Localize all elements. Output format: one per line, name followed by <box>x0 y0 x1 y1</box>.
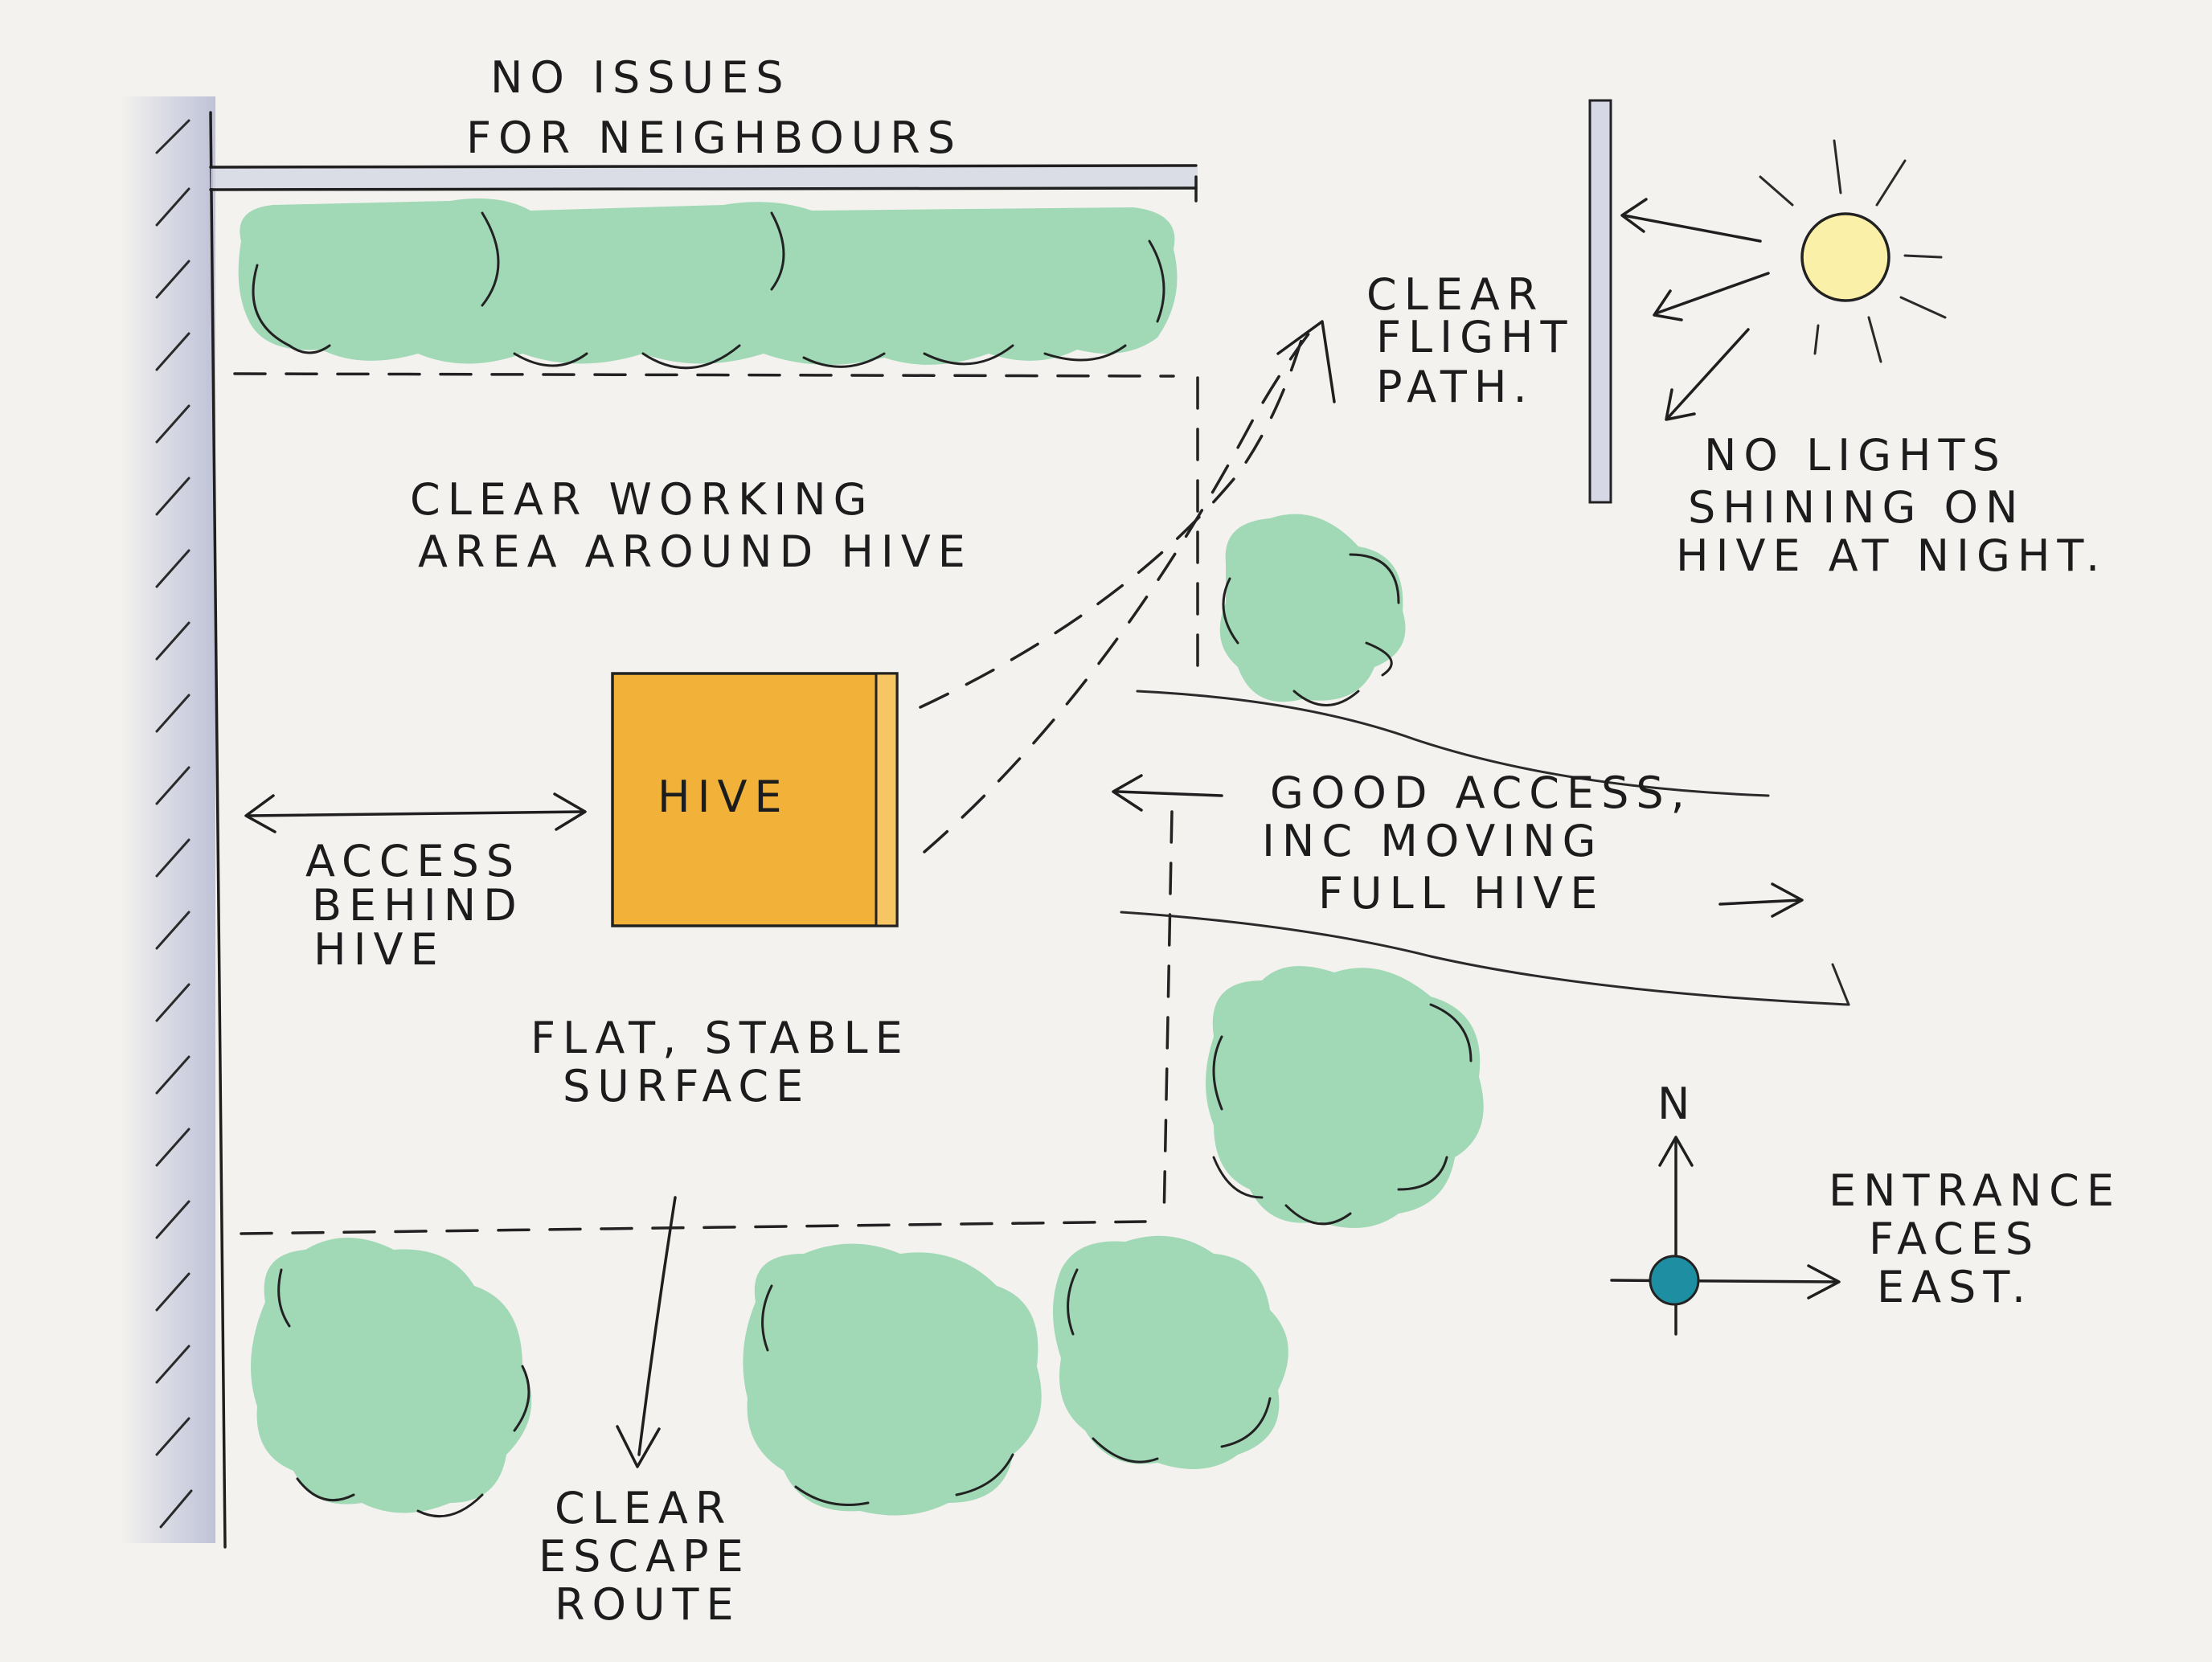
access-behind-label-line3: HIVE <box>313 924 445 975</box>
neighbours-label-line2: FOR NEIGHBOURS <box>466 113 962 163</box>
access-behind-label-line1: ACCESS <box>305 836 521 886</box>
shrub-bottom-middle <box>743 1243 1042 1516</box>
entrance-label-line2: FACES <box>1869 1214 2040 1264</box>
no-lights-label-line2: SHINING ON <box>1688 482 2025 533</box>
no-lights-label-line1: NO LIGHTS <box>1704 430 2007 481</box>
access-path <box>1112 690 1850 1006</box>
escape-route-arrow <box>616 1196 677 1468</box>
flight-path-label-line2: FLIGHT <box>1376 312 1575 362</box>
surface-label-line2: SURFACE <box>563 1061 810 1111</box>
working-area-label-line1: CLEAR WORKING <box>410 474 875 525</box>
entrance-label-line3: EAST. <box>1877 1262 2033 1312</box>
access-behind-label-line2: BEHIND <box>312 880 524 931</box>
surface-label-line1: FLAT, STABLE <box>530 1013 910 1063</box>
hive-label: HIVE <box>657 772 789 822</box>
compass-north-label: N <box>1657 1079 1697 1129</box>
flight-path-label-line1: CLEAR <box>1366 269 1544 320</box>
flight-path-label-line3: PATH. <box>1376 362 1534 412</box>
boundary-wall-left <box>121 96 227 1549</box>
shrub-right-center <box>1206 966 1484 1228</box>
good-access-label-line1: GOOD ACCESS, <box>1270 768 1692 818</box>
escape-label-line2: ESCAPE <box>539 1531 751 1582</box>
compass-icon: N <box>1610 1079 1841 1336</box>
good-access-label-line3: FULL HIVE <box>1318 868 1605 919</box>
shrub-mid-right <box>1219 514 1406 706</box>
shrub-bottom-right <box>1053 1235 1288 1469</box>
access-behind-arrow <box>244 792 587 833</box>
no-lights-label-line3: HIVE AT NIGHT. <box>1676 530 2107 581</box>
sun-icon <box>1620 139 1947 421</box>
right-fence <box>1588 99 1612 504</box>
good-access-label-line2: INC MOVING <box>1262 816 1603 866</box>
escape-label-line1: CLEAR <box>555 1483 732 1533</box>
top-hedge <box>238 198 1178 370</box>
neighbours-label-line1: NO ISSUES <box>490 52 790 103</box>
entrance-label-line1: ENTRANCE <box>1829 1165 2121 1216</box>
top-fence <box>209 164 1198 203</box>
working-area-label-line2: AREA AROUND HIVE <box>418 526 973 577</box>
hive: HIVE <box>611 672 899 927</box>
shrub-bottom-left <box>251 1238 532 1518</box>
escape-label-line3: ROUTE <box>555 1579 741 1630</box>
